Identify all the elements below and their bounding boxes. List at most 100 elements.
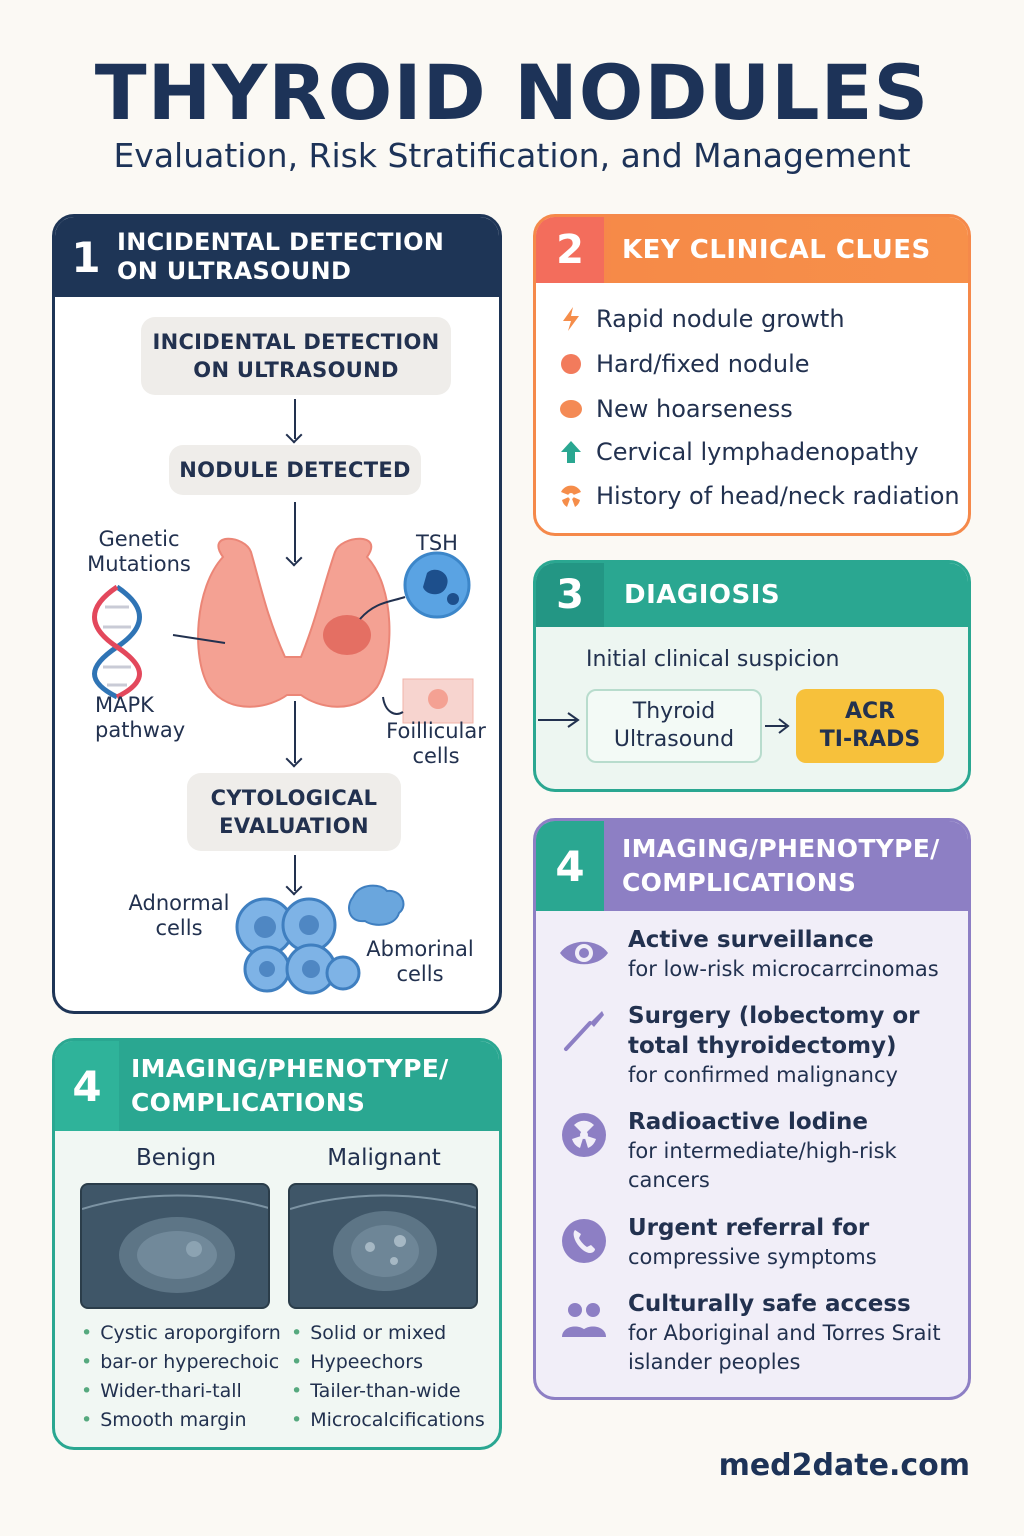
clue-label: Rapid nodule growth: [596, 305, 845, 333]
panel-diagnosis: 3 DIAGIOSIS Initial clinical suspicion T…: [533, 560, 971, 792]
radiation-icon: [558, 483, 584, 509]
list-item: Tailer-than-wide: [291, 1377, 485, 1406]
label-line: Foillicular: [386, 719, 486, 743]
management-subtitle: for Aboriginal and Torres Srait: [628, 1321, 941, 1345]
management-subtitle: for confirmed malignancy: [628, 1063, 898, 1087]
label-line: pathway: [95, 718, 186, 742]
arrow-down-icon: [294, 855, 296, 891]
page-title: THYROID NODULES: [94, 48, 930, 137]
panel-header: 4 IMAGING/PHENOTYPE/ COMPLICATIONS: [536, 821, 968, 911]
arrow-down-icon: [294, 502, 296, 562]
label-line: cells: [412, 744, 460, 768]
flow-box-label: ON ULTRASOUND: [193, 358, 399, 382]
panel-header: 1 INCIDENTAL DETECTION ON ULTRASOUND: [55, 217, 499, 297]
benign-features-list: Cystic aroporgiforn bar-or hyperechoic W…: [81, 1319, 281, 1435]
benign-label: Benign: [135, 1145, 217, 1171]
label-follicular-cells: Foillicular cells: [379, 719, 493, 769]
label-abmorinal-cells: Abmorinal cells: [357, 937, 483, 987]
follicular-cells-icon: [402, 678, 474, 724]
panel-title: INCIDENTAL DETECTION ON ULTRASOUND: [117, 228, 444, 286]
management-item: Active surveillance for low-risk microca…: [628, 925, 958, 984]
flow-box-label: EVALUATION: [219, 814, 369, 838]
management-title: total thyroidectomy): [628, 1033, 897, 1059]
radioactive-icon: [558, 1109, 610, 1161]
panel-header: 4 IMAGING/PHENOTYPE/ COMPLICATIONS: [55, 1041, 499, 1131]
management-subtitle: compressive symptoms: [628, 1245, 877, 1269]
panel-imaging-phenotype: 4 IMAGING/PHENOTYPE/ COMPLICATIONS Benig…: [52, 1038, 502, 1450]
panel-header: 2 KEY CLINICAL CLUES: [536, 217, 968, 283]
box-label: Ultrasound: [613, 727, 735, 752]
clue-item: Rapid nodule growth: [558, 305, 845, 333]
clue-label: Hard/fixed nodule: [596, 350, 810, 378]
label-line: Mutations: [87, 552, 191, 576]
label-mapk-pathway: MAPK pathway: [75, 693, 205, 743]
panel-title: KEY CLINICAL CLUES: [622, 235, 931, 265]
management-subtitle: for low-risk microcarrcinomas: [628, 957, 939, 981]
management-subtitle: islander peoples: [628, 1350, 801, 1374]
management-subtitle: cancers: [628, 1168, 710, 1192]
label-adnormal-cells: Adnormal cells: [115, 891, 243, 941]
flow-box-cytological-evaluation: CYTOLOGICAL EVALUATION: [187, 773, 401, 851]
clue-item: History of head/neck radiation: [558, 482, 960, 510]
flow-box-nodule-detected: NODULE DETECTED: [169, 445, 421, 495]
management-subtitle: for intermediate/high-risk: [628, 1139, 897, 1163]
panel-number: 4: [55, 1041, 119, 1131]
clue-item: Cervical lymphadenopathy: [558, 438, 919, 466]
arrow-down-icon: [294, 701, 296, 763]
label-line: Adnormal: [128, 891, 230, 915]
panel-title: IMAGING/PHENOTYPE/ COMPLICATIONS: [604, 832, 940, 900]
arrow-right-icon: [538, 712, 580, 728]
panel-title-line: COMPLICATIONS: [622, 868, 857, 897]
diagnosis-intro: Initial clinical suspicion: [586, 647, 840, 672]
panel-number: 2: [536, 217, 604, 283]
panel-number: 1: [71, 232, 101, 282]
scalpel-icon: [558, 1005, 610, 1057]
panel-key-clinical-clues: 2 KEY CLINICAL CLUES Rapid nodule growth…: [533, 214, 971, 536]
list-item: bar-or hyperechoic: [81, 1348, 281, 1377]
label-line: cells: [396, 962, 444, 986]
box-label: Thyroid: [632, 699, 716, 724]
thyroid-ultrasound-box: Thyroid Ultrasound: [586, 689, 762, 763]
cell-nucleus-icon: [254, 915, 320, 978]
panel-header: 3 DIAGIOSIS: [536, 563, 968, 627]
panel-title-line: ON ULTRASOUND: [117, 257, 352, 285]
panel-title: IMAGING/PHENOTYPE/ COMPLICATIONS: [119, 1052, 449, 1120]
panel-title: DIAGIOSIS: [624, 580, 781, 610]
footer-site-link[interactable]: med2date.com: [718, 1448, 970, 1483]
panel-number: 3: [536, 563, 604, 627]
flow-box-incidental-detection: INCIDENTAL DETECTION ON ULTRASOUND: [141, 317, 451, 395]
box-label: ACR: [844, 699, 896, 724]
eye-icon: [558, 927, 610, 979]
phone-icon: [558, 1215, 610, 1267]
management-item: Culturally safe access for Aboriginal an…: [628, 1289, 958, 1377]
cell-cluster-icon: [235, 897, 361, 995]
management-title: Radioactive lodine: [628, 1109, 869, 1135]
label-genetic-mutations: Genetic Mutations: [79, 527, 199, 577]
malignant-label: Malignant: [327, 1145, 441, 1171]
clue-label: New hoarseness: [596, 395, 793, 423]
list-item: Smooth margin: [81, 1406, 281, 1435]
clue-item: Hard/fixed nodule: [558, 350, 810, 378]
list-item: Solid or mixed: [291, 1319, 485, 1348]
management-title: Active surveillance: [628, 927, 874, 953]
panel-number: 4: [536, 821, 604, 911]
abnormal-cells-illustration: [235, 884, 405, 995]
list-item: Cystic aroporgiforn: [81, 1319, 281, 1348]
lightning-icon: [558, 306, 584, 332]
panel-management: 4 IMAGING/PHENOTYPE/ COMPLICATIONS Activ…: [533, 818, 971, 1400]
people-icon: [558, 1293, 610, 1345]
management-title: Culturally safe access: [628, 1291, 911, 1317]
panel-title-line: IMAGING/PHENOTYPE/: [622, 834, 940, 863]
label-line: Abmorinal: [366, 937, 474, 961]
label-line: Genetic: [98, 527, 180, 551]
benign-ultrasound-image: [80, 1183, 270, 1309]
arrow-right-icon: [765, 718, 790, 734]
box-label: TI-RADS: [819, 727, 921, 752]
flow-box-label: CYTOLOGICAL: [210, 786, 378, 810]
dna-icon: [92, 584, 142, 700]
clue-label: History of head/neck radiation: [596, 482, 960, 510]
label-line: cells: [155, 916, 203, 940]
arrow-down-icon: [294, 399, 296, 439]
dot-icon: [558, 351, 584, 377]
panel-incidental-detection: 1 INCIDENTAL DETECTION ON ULTRASOUND INC…: [52, 214, 502, 1014]
